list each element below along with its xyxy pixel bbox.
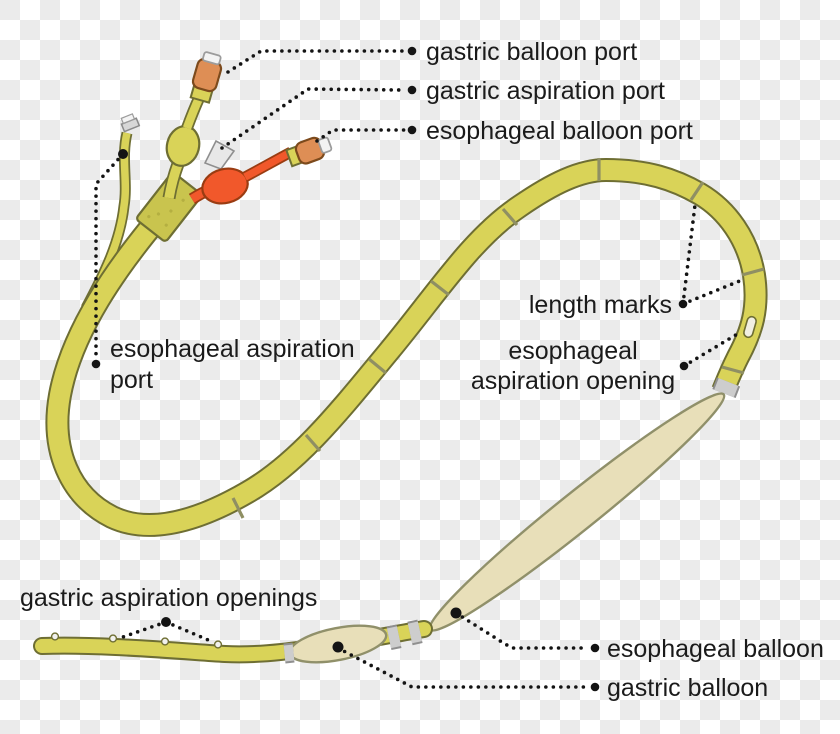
leader-gastric-balloon bbox=[336, 646, 586, 689]
esophageal-balloon-valve bbox=[285, 136, 333, 168]
esophageal-balloon-neck-band bbox=[712, 377, 741, 399]
label-esophageal-aspiration-port-line2: port bbox=[110, 366, 153, 394]
label-gastric-aspiration-openings: gastric aspiration openings bbox=[20, 584, 317, 612]
balloon-bands bbox=[386, 619, 423, 651]
gastric-pilot-bulge bbox=[165, 125, 201, 167]
label-esophageal-aspiration-opening-line1: esophageal bbox=[508, 337, 637, 365]
leader-lines bbox=[94, 49, 744, 689]
leader-dots bbox=[91, 46, 689, 692]
labels: gastric balloon port gastric aspiration … bbox=[20, 38, 824, 702]
leader-gastric-balloon-port bbox=[226, 49, 406, 74]
leader-gastric-aspiration-port bbox=[220, 87, 406, 150]
leader-gastric-openings-left bbox=[115, 620, 168, 641]
leader-esophageal-aspiration-opening bbox=[682, 331, 741, 368]
label-esophageal-aspiration-port-line1: esophageal aspiration bbox=[110, 335, 355, 363]
leader-length-marks-lower bbox=[681, 278, 744, 306]
label-esophageal-aspiration-opening-line2: aspiration opening bbox=[471, 367, 675, 395]
label-gastric-aspiration-port: gastric aspiration port bbox=[426, 77, 665, 105]
marker-gastric-openings-apex bbox=[161, 617, 171, 627]
marker-aspiration-branch bbox=[118, 149, 128, 159]
label-gastric-balloon-port: gastric balloon port bbox=[426, 38, 637, 66]
label-gastric-balloon: gastric balloon bbox=[607, 674, 768, 702]
gastric-balloon-left-band bbox=[283, 642, 295, 664]
leader-length-marks-upper bbox=[681, 203, 697, 306]
gastric-balloon-valve bbox=[189, 51, 223, 104]
leader-gastric-openings-right bbox=[164, 620, 215, 644]
esophageal-pilot-bulge bbox=[201, 167, 249, 205]
esophageal-balloon-shape bbox=[428, 392, 726, 632]
leader-esophageal-aspiration-port bbox=[94, 152, 125, 356]
tube-hub-assembly bbox=[136, 51, 333, 242]
length-marks bbox=[231, 158, 765, 519]
marker-esophageal-balloon bbox=[450, 607, 462, 619]
esophageal-aspiration-opening-slot bbox=[743, 315, 757, 339]
aspiration-branch-cap bbox=[120, 113, 141, 133]
leader-esophageal-balloon-port bbox=[315, 128, 406, 143]
gastric-aspiration-port-cone bbox=[203, 139, 236, 170]
label-esophageal-balloon-port: esophageal balloon port bbox=[426, 117, 693, 145]
leader-esophageal-balloon bbox=[454, 611, 586, 650]
gastric-aspiration-openings-notches bbox=[50, 632, 223, 649]
marker-gastric-balloon bbox=[332, 641, 344, 653]
label-esophageal-balloon: esophageal balloon bbox=[607, 635, 824, 663]
label-length-marks: length marks bbox=[529, 291, 672, 319]
